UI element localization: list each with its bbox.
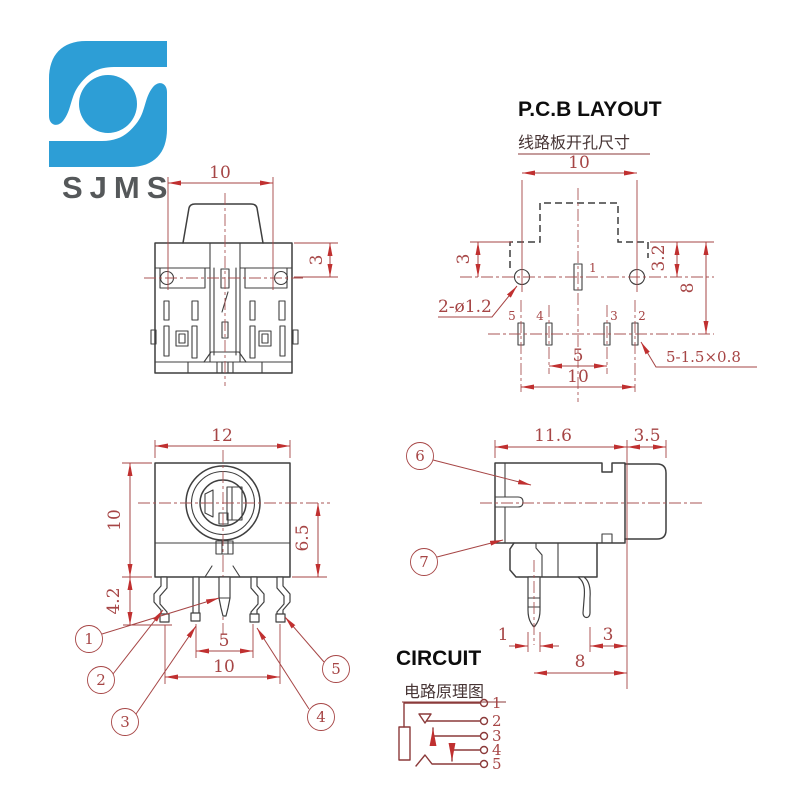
terminal-2-label: 2	[492, 712, 502, 730]
callout-7	[410, 548, 438, 576]
top-view: 10 3	[144, 163, 338, 386]
callout-1	[75, 625, 103, 653]
callout-3-label: 3	[120, 713, 130, 731]
terminal-3-label: 3	[492, 727, 502, 745]
side-view: 11.6 3.5 1 3 8 6 7	[406, 426, 705, 689]
barrel-front	[624, 463, 667, 540]
dim-front-axis-bottom: 6.5	[293, 524, 313, 551]
pcb-pad-label-5: 5	[508, 309, 516, 323]
pcb-layout-subtitle: 线路板开孔尺寸	[518, 134, 630, 152]
dim-side-pin-width: 1	[498, 625, 509, 645]
logo-shape-top	[49, 41, 167, 125]
dim-pcb-pad-span: 10	[567, 367, 589, 387]
callout-4	[307, 703, 335, 731]
callout-1-label: 1	[84, 630, 94, 648]
terminal-5	[479, 759, 489, 769]
dim-front-width: 12	[211, 426, 233, 446]
pcb-pad-label-4: 4	[536, 309, 544, 323]
logo-circle	[79, 75, 137, 133]
dim-pcb-hole-span: 10	[568, 153, 590, 173]
dim-front-pin-pitch: 5	[219, 631, 230, 651]
pin-4	[250, 576, 265, 617]
circuit-subtitle: 电路原理图	[404, 683, 484, 701]
callout-5-label: 5	[331, 660, 341, 678]
dim-pcb-pad-pitch: 5	[573, 346, 584, 366]
terminal-2	[479, 716, 489, 726]
callout-2	[87, 666, 115, 694]
callout-6	[406, 442, 434, 470]
terminal-1-label: 1	[492, 694, 502, 712]
pin-2	[192, 576, 200, 616]
dim-pcb-row-span: 8	[678, 283, 698, 294]
pcb-hole-note: 2-ø1.2	[438, 297, 492, 317]
dim-side-pin-offset: 3	[603, 625, 614, 645]
dim-side-pin-span: 8	[575, 652, 586, 672]
pcb-pad-label-3: 3	[610, 309, 618, 323]
terminal-4-label: 4	[492, 741, 502, 759]
pcb-slot-label: 1	[589, 261, 597, 275]
pcb-pad-label-2: 2	[638, 309, 646, 323]
dim-side-barrel-depth: 3.5	[633, 426, 660, 446]
callout-6-label: 6	[415, 447, 425, 465]
terminal-4	[479, 745, 489, 755]
dim-pcb-offset-left: 3	[454, 254, 474, 265]
pin-center	[218, 576, 231, 617]
callout-4-label: 4	[316, 708, 326, 726]
pin-1	[153, 576, 168, 617]
circuit-schematic: CIRCUIT 电路原理图 1 2 3 4 5	[396, 647, 506, 773]
dim-front-pin-span: 10	[213, 657, 235, 677]
callout-7-label: 7	[419, 553, 429, 571]
pcb-pad-note: 5-1.5×0.8	[666, 348, 741, 366]
callout-3	[111, 708, 139, 736]
circuit-title: CIRCUIT	[396, 647, 481, 670]
dim-pcb-offset-right: 3.2	[649, 244, 669, 271]
front-view: 12 10 6.5 4.2 5 10 1 2 3 4 5	[75, 426, 350, 736]
callout-5	[322, 655, 350, 683]
sjms-logo: SJMS	[49, 41, 174, 205]
dim-front-height: 10	[105, 509, 125, 531]
dim-topview-hole-offset: 3	[307, 255, 327, 266]
logo-shape-bottom	[49, 83, 167, 167]
pcb-layout: P.C.B LAYOUT 线路板开孔尺寸 1 5 4 3 2 10 3 3.2	[438, 98, 757, 402]
pin-5	[276, 576, 291, 617]
dim-topview-width: 10	[209, 163, 231, 183]
dim-side-body-depth: 11.6	[534, 426, 572, 446]
terminal-3	[479, 731, 489, 741]
brand-text: SJMS	[62, 170, 174, 205]
terminal-1	[479, 698, 489, 708]
callout-2-label: 2	[96, 671, 106, 689]
jack-sleeve-symbol	[398, 726, 411, 761]
terminal-5-label: 5	[492, 755, 502, 773]
side-pin-bent	[577, 576, 591, 619]
dim-front-pin-length: 4.2	[104, 587, 124, 614]
pcb-layout-title: P.C.B LAYOUT	[518, 98, 662, 121]
